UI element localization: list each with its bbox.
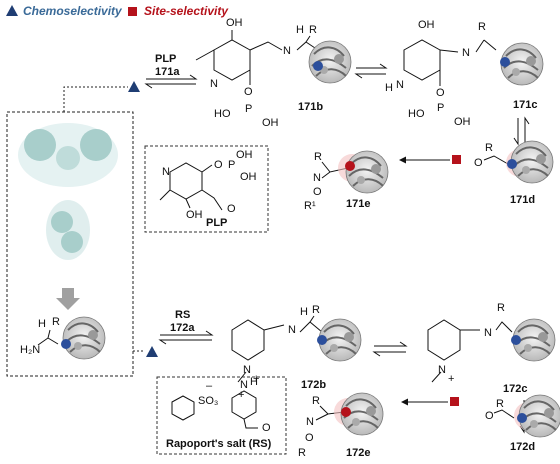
atom-r: R [496,398,504,410]
atom-o: O [436,87,445,99]
rs-caption: Rapoport's salt (RS) [166,438,272,450]
atom-oh: OH [226,17,243,29]
site-square-bottom [450,397,459,406]
atom-r: R [314,151,322,163]
atom-n-imine: N [283,45,291,57]
bottom-reagent-name: RS [175,309,190,321]
compound-171d: R O [474,140,554,184]
h-label: H [38,318,46,330]
atom-n-imine: N [288,324,296,336]
atom-h: H [385,82,393,94]
atom-o: O [214,159,223,171]
label-171c: 171c [513,99,537,111]
atom-oh: OH [186,209,203,221]
atom-r: R [485,142,493,154]
atom-n: N [162,166,170,178]
atom-o: O [244,86,253,98]
atom-p: P [228,159,235,171]
atom-n: N [243,364,251,376]
label-171d: 171d [510,194,535,206]
h2n-label: H₂N [20,344,40,356]
atom-ho: HO [214,108,231,120]
atom-ho: HO [408,108,425,120]
atom-r: R [497,302,505,314]
atom-n-imine: N [462,47,470,59]
rs-box [156,376,287,455]
atom-o: O [313,186,322,198]
atom-plus: + [238,389,244,401]
atom-n: N [240,379,248,391]
site-square-top [452,155,461,164]
compound-171c: N H OH N R O P HO OH [385,19,544,128]
atom-n: N [396,79,404,91]
atom-n: N [306,416,314,428]
atom-n: N [210,78,218,90]
down-arrow [56,288,80,310]
chemo-triangle-top [128,81,140,92]
label-172c: 172c [503,383,527,395]
chemo-triangle-bottom [146,346,158,357]
atom-r: R [312,395,320,407]
label-172e: 172e [346,447,370,459]
atom-r1: R¹ [304,200,316,212]
atom-h: H [300,306,308,318]
antibody-image [18,123,118,260]
label-171e: 171e [346,198,370,210]
atom-h: H [296,24,304,36]
atom-n-imine: N [484,327,492,339]
top-reagent-code: 171a [155,66,180,78]
atom-plus: + [448,373,454,385]
label-172b: 172b [301,379,326,391]
compound-172d: R O [485,394,560,438]
atom-r-o: R [298,447,306,459]
atom-o-ald: O [227,203,236,215]
compound-172c: N + N R [427,302,556,385]
atom-oh-p1: OH [236,149,253,161]
compound-171b: N OH N O P HO OH H R [195,17,352,129]
atom-minus: – [206,380,213,392]
antibody-panel [6,111,134,377]
atom-o: O [485,410,494,422]
plp-caption: PLP [206,217,227,229]
atom-h: H [250,376,258,388]
chemoselectivity-legend-label: Chemoselectivity [23,4,123,18]
atom-r: R [312,304,320,316]
label-171b: 171b [298,101,323,113]
chemo-site-marker [61,339,71,349]
compound-172e: R N O R [298,392,384,459]
atom-plus: + [253,373,259,385]
atom-o: O [474,157,483,169]
atom-n: N [313,172,321,184]
atom-o: O [262,422,271,434]
plp-structure: N OH O P OH OH O [159,149,257,221]
rs-structure: SO₃ – N H + O [171,376,271,434]
plp-box [144,145,269,233]
label-172d: 172d [510,441,535,453]
atom-r: R [478,21,486,33]
top-reagent-name: PLP [155,53,176,65]
atom-oh-p2: OH [240,171,257,183]
atom-r: R [309,24,317,36]
site-selectivity-legend-label: Site-selectivity [144,4,229,18]
atom-n: N [438,364,446,376]
compound-171e: R N O R¹ [304,150,389,212]
bottom-reagent-code: 172a [170,322,195,334]
atom-p: P [437,102,444,114]
chemoselectivity-legend-triangle [6,5,18,16]
atom-oh-p: OH [262,117,279,129]
atom-oh: OH [418,19,435,31]
atom-oh-p: OH [454,116,471,128]
atom-so3: SO₃ [198,395,218,407]
atom-p: P [245,103,252,115]
site-selectivity-legend-square [128,7,137,16]
r-label: R [52,316,60,328]
compound-172b: N + N H R [231,304,362,385]
atom-o: O [305,432,314,444]
